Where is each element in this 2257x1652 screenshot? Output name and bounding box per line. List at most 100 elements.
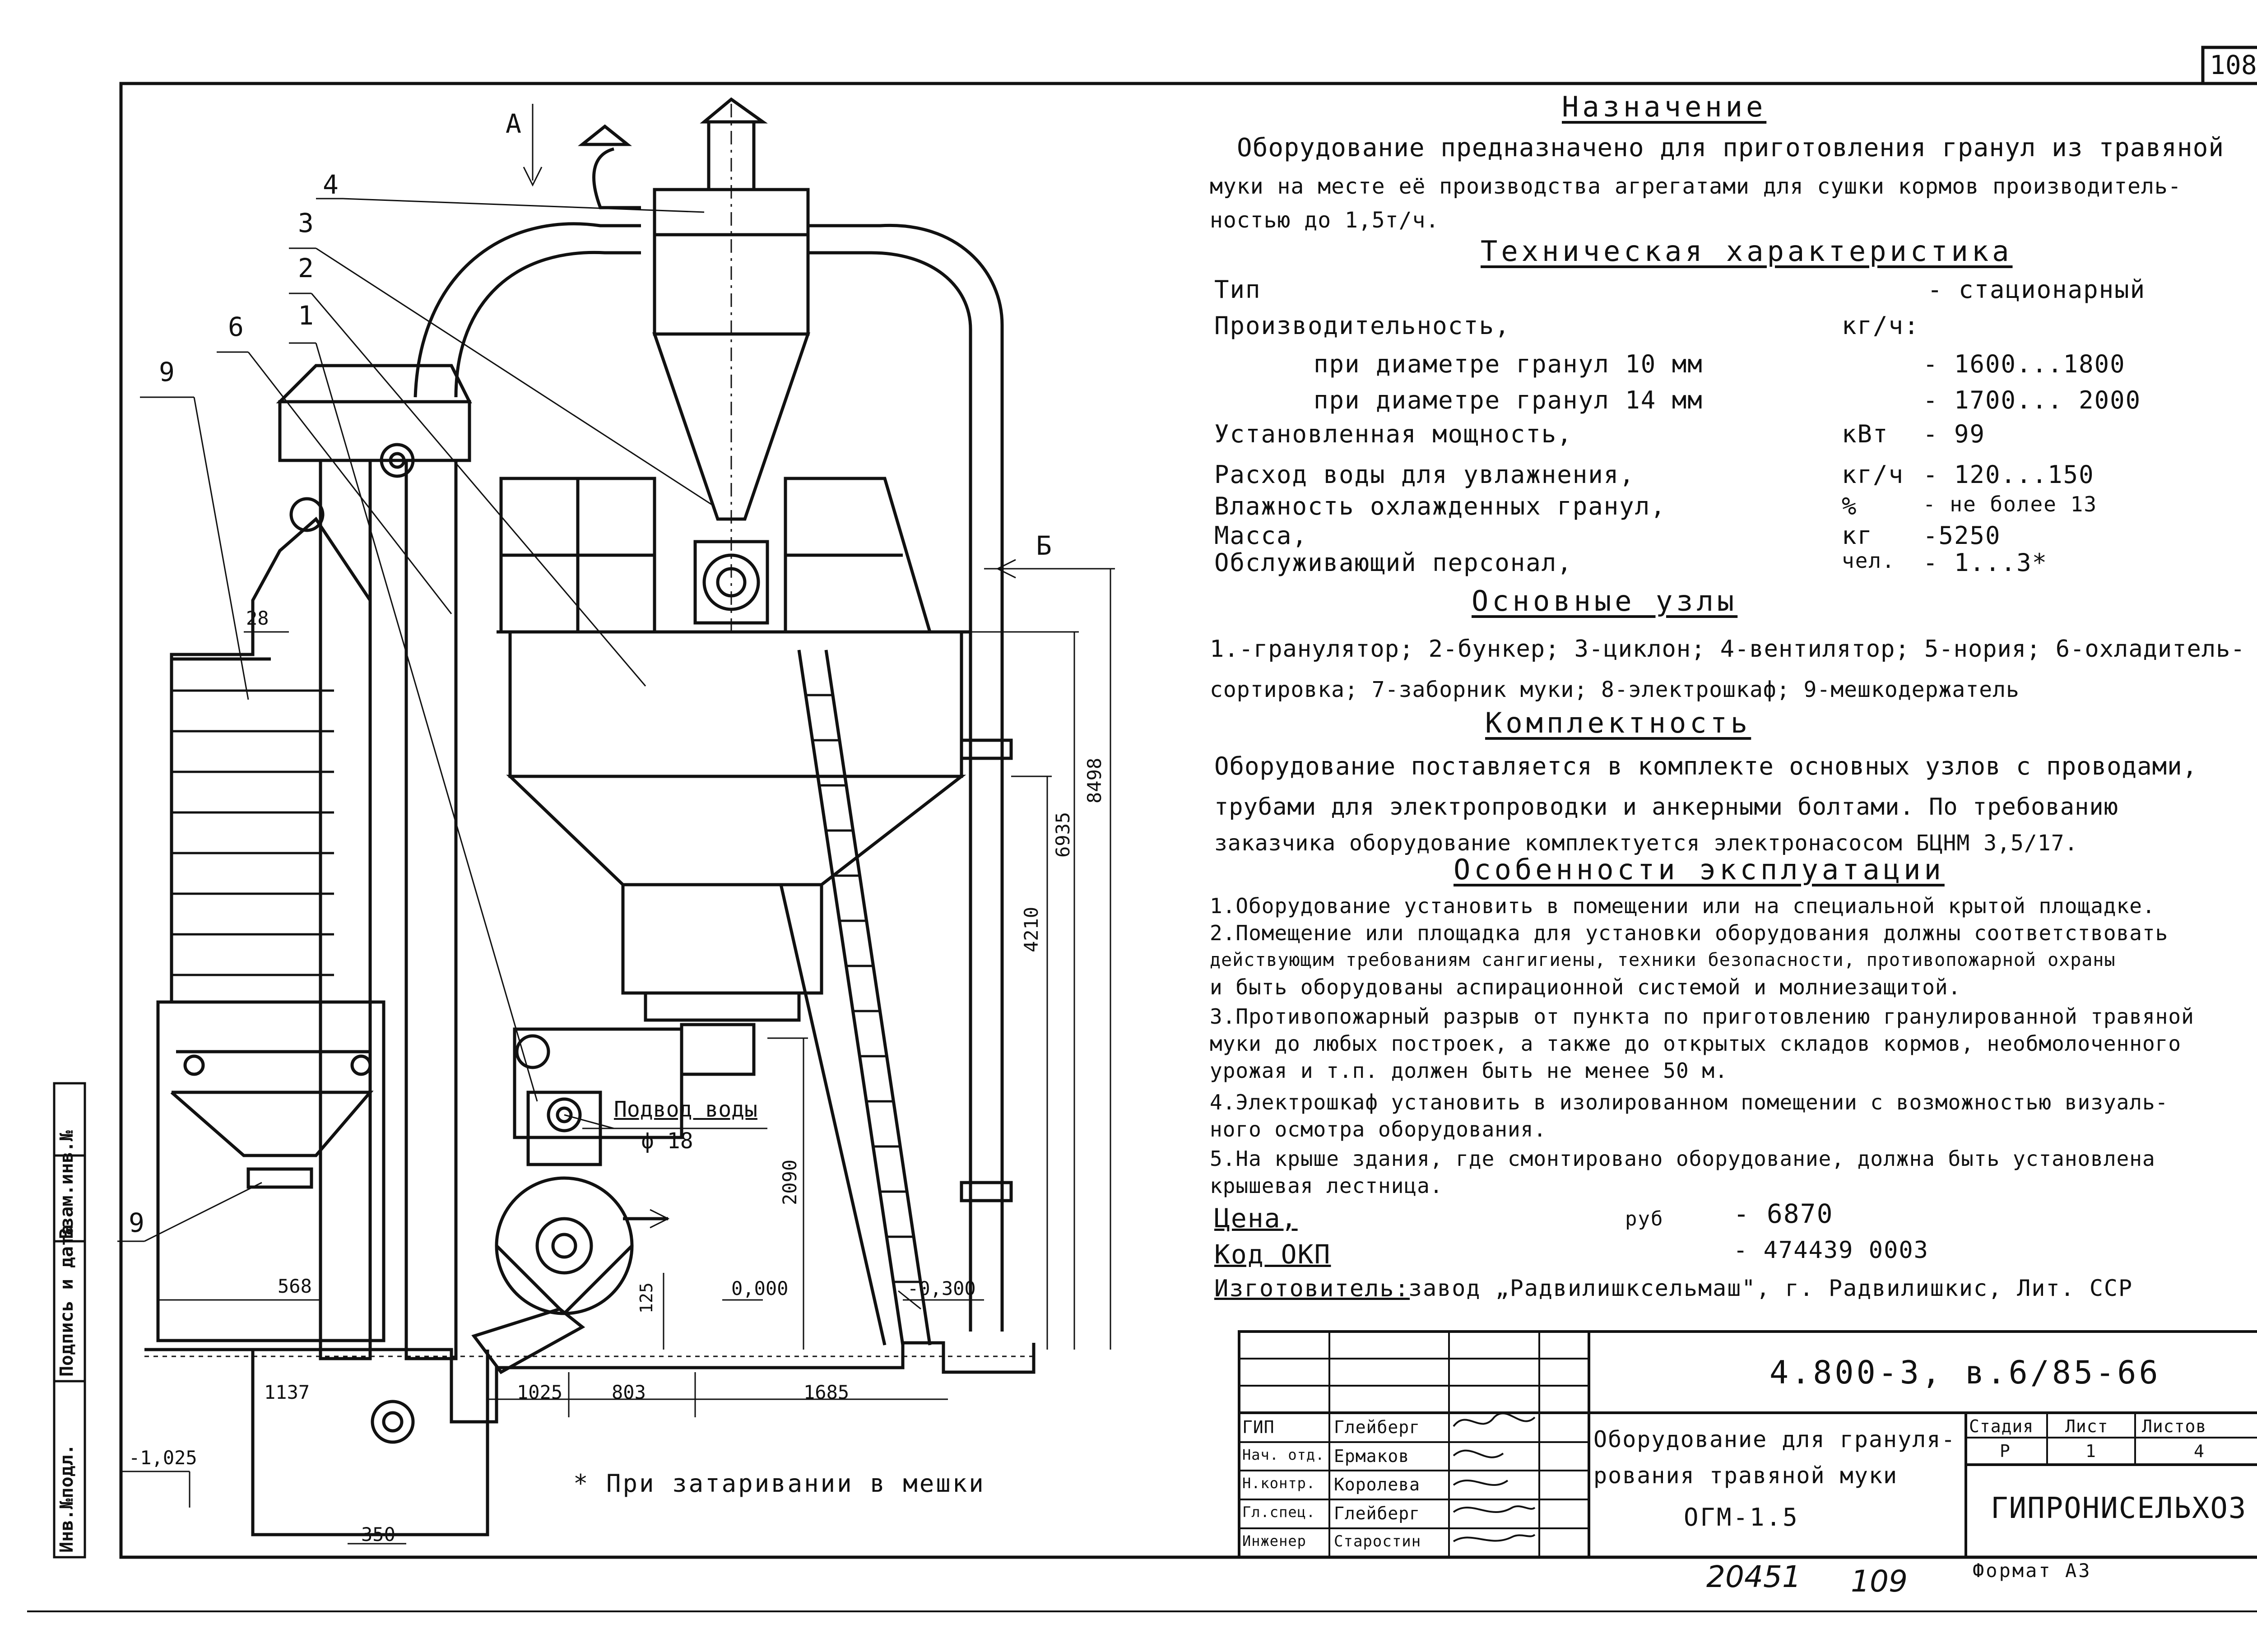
part-label-3: 3 [298,208,314,238]
spec-water-name: Расход воды для увлажнения, [1214,460,1635,489]
price-unit: руб [1625,1207,1664,1230]
spec-humidity-value: - не более 13 [1923,492,2098,516]
complete-line-2: трубами для электропроводки и анкерными … [1214,794,2119,821]
spec-capacity-unit: кг/ч: [1842,311,1920,340]
ops-line-7: урожая и т.п. должен быть не менее 50 м. [1210,1058,1728,1083]
spec-power-name: Установленная мощность, [1214,420,1573,448]
part-label-1: 1 [298,300,314,331]
ops-line-2: 2.Помещение или площадка для установки о… [1210,921,2169,945]
complete-line-1: Оборудование поставляется в комплекте ос… [1214,752,2198,780]
ops-line-11: крышевая лестница. [1210,1174,1443,1198]
sheet-header: Лист [2065,1416,2108,1436]
role-head: Нач. отд. [1242,1446,1325,1463]
complete-title: Комплектность [1485,706,1751,739]
purpose-line-3: ностью до 1,5т/ч. [1210,208,1440,233]
okp-label: Код ОКП [1214,1239,1331,1270]
view-a-label: А [506,108,521,139]
spec-mass-unit: кг [1842,521,1873,550]
okp-value: - 474439 0003 [1733,1237,1929,1264]
part-label-5: 6 [228,311,244,342]
sheets-header: Листов [2142,1416,2207,1436]
stage-header: Стадия [1969,1416,2034,1436]
spec-humidity-unit: % [1842,492,1858,520]
footnote: * При затаривании в мешки [573,1469,985,1498]
spec-14mm-value: - 1700... 2000 [1923,386,2141,414]
part-label-4: 4 [323,169,339,200]
spec-type-value: - стационарный [1927,275,2146,304]
purpose-line-2: муки на месте её производства агрегатами… [1210,174,2182,199]
part-label-6: 9 [159,357,175,387]
dim-2090: 2090 [779,1159,801,1205]
spec-mass-value: -5250 [1923,521,2001,550]
dim-1685: 1685 [803,1381,850,1403]
side-stamp-signature: Подпись и дата [56,1224,77,1377]
price-value: - 6870 [1733,1198,1834,1229]
spec-power-unit: кВт [1842,420,1889,448]
spec-14mm-name: при диаметре гранул 14 мм [1314,386,1703,414]
ops-line-4: и быть оборудованы аспирационной системо… [1210,975,1961,999]
doc-code: 4.800-3, в.6/85-66 [1769,1354,2161,1391]
sheet-number: 108 [2210,50,2257,80]
level-0000: 0,000 [731,1277,789,1299]
title-line-1: Оборудование для грануля- [1593,1426,1956,1452]
archive-number: 20451 [1706,1559,1801,1594]
spec-humidity-name: Влажность охлажденных гранул, [1214,492,1666,520]
spec-mass-name: Масса, [1214,521,1308,550]
dim-4210: 4210 [1020,906,1042,952]
spec-water-value: - 120...150 [1923,460,2094,489]
spec-title: Техническая характеристика [1481,235,2013,268]
role-chief: Гл.спец. [1242,1504,1316,1521]
units-line-1: 1.-гранулятор; 2-бункер; 3-циклон; 4-вен… [1210,636,2245,663]
maker-value: завод „Радвилишксельмаш", г. Радвилишкис… [1408,1275,2133,1301]
role-norm: Н.контр. [1242,1475,1316,1492]
stage-value: Р [2000,1441,2011,1461]
dim-1137: 1137 [264,1381,310,1403]
side-stamp-inv: Инв.№подл. [56,1444,77,1553]
spec-capacity-name: Производительность, [1214,311,1510,340]
spec-staff-value: - 1...3* [1923,548,2048,577]
level-minus-1025: -1,025 [129,1447,197,1469]
dim-1025: 1025 [517,1381,563,1403]
ops-line-9: ного осмотра оборудования. [1210,1117,1547,1142]
archive-page: 109 [1851,1564,1908,1599]
format-label: Формат А3 [1973,1559,2092,1582]
name-chief: Глейберг [1334,1504,1421,1523]
complete-line-3: заказчика оборудование комплектуется эле… [1214,831,2078,856]
part-label-9: 9 [129,1207,144,1238]
dim-125: 125 [636,1282,656,1313]
ops-line-8: 4.Электрошкаф установить в изолированном… [1210,1090,2169,1114]
water-inlet-diameter: ϕ 18 [641,1128,693,1154]
maker-label: Изготовитель: [1214,1275,1410,1302]
ops-line-10: 5.На крыше здания, где смонтировано обор… [1210,1146,2155,1171]
spec-10mm-name: при диаметре гранул 10 мм [1314,350,1703,378]
part-label-2: 2 [298,253,314,283]
spec-staff-name: Обслуживающий персонал, [1214,548,1573,577]
ops-line-5: 3.Противопожарный разрыв от пункта по пр… [1210,1004,2194,1029]
role-gip: ГИП [1242,1417,1275,1437]
name-head: Ермаков [1334,1446,1410,1466]
water-inlet-label: Подвод воды [614,1097,757,1122]
org-name: ГИПРОНИСЕЛЬХОЗ [1991,1492,2247,1525]
dim-8498: 8498 [1083,757,1105,803]
view-b-label: Б [1036,530,1052,561]
ops-line-6: муки до любых построек, а также до откры… [1210,1031,2182,1056]
role-engineer: Инженер [1242,1532,1306,1550]
purpose-line-1: Оборудование предназначено для приготовл… [1237,133,2224,162]
units-title: Основные узлы [1472,585,1738,617]
name-norm: Королева [1334,1475,1421,1494]
ops-line-1: 1.Оборудование установить в помещении ил… [1210,894,2155,918]
spec-type-name: Тип [1214,275,1261,304]
name-engineer: Старостин [1334,1532,1421,1550]
dim-803: 803 [612,1381,646,1403]
title-line-2: рования травяной муки [1593,1462,1898,1489]
dim-28: 28 [246,607,269,629]
ops-title: Особенности эксплуатации [1454,853,1945,886]
spec-10mm-value: - 1600...1800 [1923,350,2126,378]
spec-staff-unit: чел. [1842,548,1895,573]
side-stamp-replace: Взам.инв.№ [56,1130,77,1239]
dim-568: 568 [278,1275,312,1297]
sheet-value: 1 [2085,1441,2096,1461]
dim-6935: 6935 [1052,812,1074,858]
